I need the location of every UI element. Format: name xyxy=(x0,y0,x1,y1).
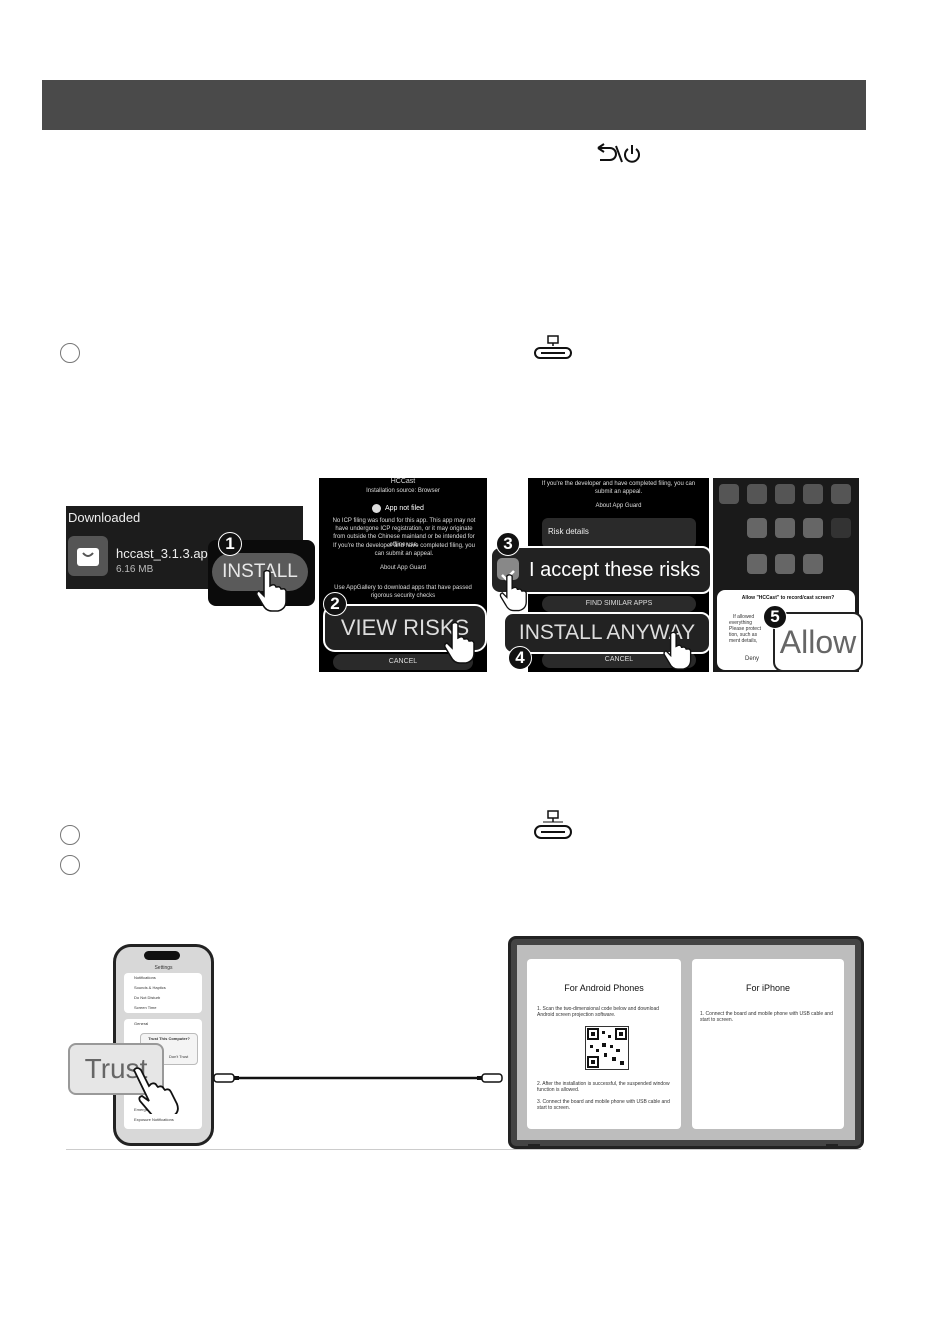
find-similar-apps-button[interactable]: FIND SIMILAR APPS xyxy=(542,596,696,612)
app-icon xyxy=(831,484,851,504)
allow-button[interactable]: Allow xyxy=(773,612,863,672)
qr-code-image xyxy=(585,1026,629,1070)
tap-hand-icon xyxy=(499,574,527,612)
step-bullet-circle xyxy=(60,825,80,845)
checkbox-checked-icon[interactable] xyxy=(497,558,519,581)
settings-item[interactable]: Notifications xyxy=(134,975,156,980)
settings-item[interactable]: Screen Time xyxy=(134,1005,157,1010)
about-app-guard-link[interactable]: About App Guard xyxy=(595,503,642,509)
android-card-title: For Android Phones xyxy=(564,983,644,993)
share-icon xyxy=(803,484,823,504)
dont-trust-button[interactable]: Don't Trust xyxy=(169,1054,189,1059)
usb-c-port-icon xyxy=(534,810,572,839)
portable-monitor: For Android Phones 1. Scan the two-dimen… xyxy=(508,936,864,1149)
android-step-3: 3. Connect the board and mobile phone wi… xyxy=(537,1099,670,1111)
dialog-body-line: If allowed xyxy=(733,614,755,620)
settings-item[interactable]: General xyxy=(134,1021,149,1026)
cancel-button[interactable]: CANCEL xyxy=(542,652,696,668)
tap-hand-icon xyxy=(256,569,287,612)
trust-button[interactable]: Trust xyxy=(68,1043,164,1095)
tap-hand-icon xyxy=(132,1067,179,1114)
shield-icon xyxy=(372,504,381,513)
package-icon xyxy=(68,536,108,576)
dynamic-island xyxy=(144,951,180,960)
step-bullet-circle xyxy=(60,855,80,875)
app-icon xyxy=(775,554,795,574)
monitor-foot xyxy=(826,1144,838,1147)
downloaded-header: Downloaded xyxy=(68,510,141,525)
cancel-button[interactable]: CANCEL xyxy=(333,654,473,670)
step-badge-3: 3 xyxy=(496,532,520,556)
app-icon xyxy=(803,554,823,574)
risk-details-card: Risk details xyxy=(542,518,696,548)
dialog-body-line: tion, such as xyxy=(729,632,758,638)
settings-group: Notifications Sounds & Haptics Do Not Di… xyxy=(124,973,202,1013)
app-icon xyxy=(803,518,823,538)
iphone-step-1: 1. Connect the board and mobile phone wi… xyxy=(700,1011,833,1023)
back-power-icon xyxy=(597,143,640,163)
iphone-instructions-card: For iPhone 1. Connect the board and mobi… xyxy=(692,959,844,1129)
risk-details-title: Risk details xyxy=(548,527,589,536)
dialog-body-line: ment details, xyxy=(729,638,758,644)
warning-body: No ICP filing was found for this app. Th… xyxy=(332,518,476,548)
accept-risks-label: I accept these risks xyxy=(529,559,701,581)
tiktok-icon xyxy=(831,518,851,538)
settings-item[interactable]: Sounds & Haptics xyxy=(134,985,166,990)
accept-risks-checkbox-row[interactable]: I accept these risks xyxy=(490,546,712,594)
usb-cable xyxy=(213,1073,503,1083)
section-header-bar xyxy=(42,80,866,130)
step-badge-2: 2 xyxy=(323,592,347,616)
settings-title: Settings xyxy=(154,965,173,971)
android-instructions-card: For Android Phones 1. Scan the two-dimen… xyxy=(527,959,681,1129)
allow-dialog-title: Allow "HCCast" to record/cast screen? xyxy=(741,595,835,601)
apk-file-name: hccast_3.1.3.apk xyxy=(116,546,215,561)
developer-note: If you're the developer and have complet… xyxy=(541,481,696,495)
install-button[interactable]: INSTALL xyxy=(212,553,308,591)
app-icon xyxy=(747,484,767,504)
android-step-1: 1. Scan the two-dimensional code below a… xyxy=(537,1006,660,1018)
developer-note: If you're the developer and have complet… xyxy=(333,543,475,557)
warning-title: App not filed xyxy=(385,505,424,512)
app-icon xyxy=(719,484,739,504)
deny-button[interactable]: Deny xyxy=(745,656,760,662)
dialog-body-line: Please protect xyxy=(729,626,761,632)
app-title: HCCast xyxy=(390,478,416,485)
step-badge-4: 4 xyxy=(508,646,532,670)
install-source: Installation source: Browser xyxy=(366,488,440,494)
monitor-screen: For Android Phones 1. Scan the two-dimen… xyxy=(517,945,855,1140)
app-icon xyxy=(775,518,795,538)
divider-line xyxy=(66,1149,861,1150)
settings-item[interactable]: Exposure Notifications xyxy=(134,1117,174,1122)
step-bullet-circle xyxy=(60,343,80,363)
about-app-guard-link[interactable]: About App Guard xyxy=(379,565,427,571)
tap-hand-icon xyxy=(663,631,692,670)
tap-hand-icon xyxy=(444,621,475,664)
gallery-note: Use AppGallery to download apps that hav… xyxy=(334,585,472,599)
app-icon xyxy=(747,554,767,574)
monitor-foot xyxy=(528,1144,540,1147)
iphone-card-title: For iPhone xyxy=(745,983,791,993)
android-step-2: 2. After the installation is successful,… xyxy=(537,1081,670,1093)
apk-file-size: 6.16 MB xyxy=(116,564,154,575)
app-icon xyxy=(747,518,767,538)
dialog-body-line: everything xyxy=(729,620,753,626)
app-icon xyxy=(775,484,795,504)
settings-item[interactable]: Do Not Disturb xyxy=(134,995,161,1000)
step-badge-1: 1 xyxy=(218,532,242,556)
trust-dialog-title: Trust This Computer? xyxy=(148,1036,190,1041)
step-badge-5: 5 xyxy=(763,605,787,629)
usb-c-port-icon xyxy=(534,335,572,359)
downloaded-panel: Downloaded hccast_3.1.3.apk 6.16 MB xyxy=(66,506,303,589)
